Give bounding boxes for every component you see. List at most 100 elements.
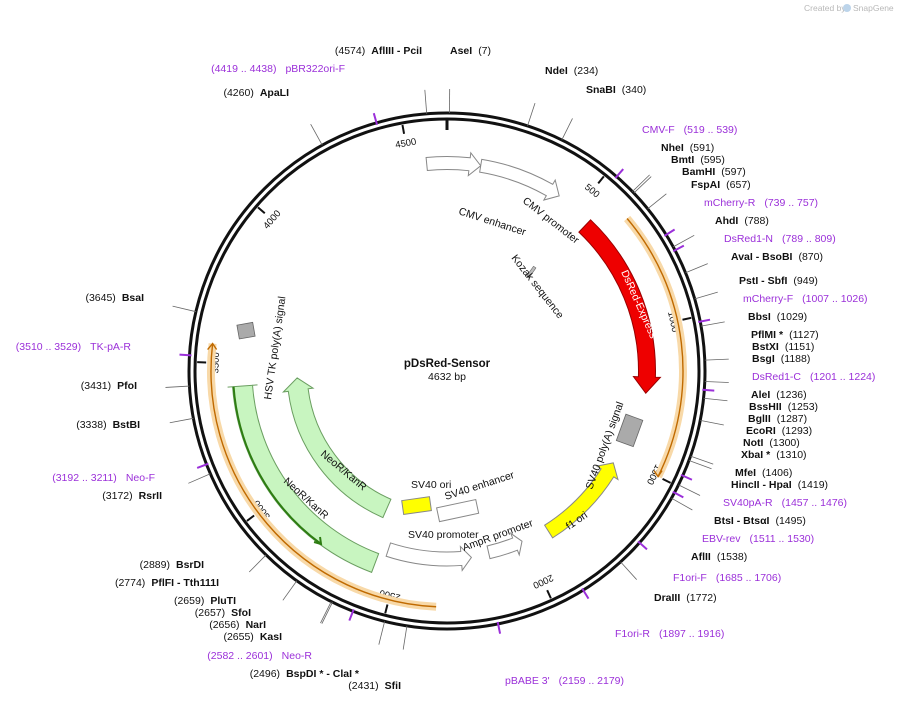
- enzyme-label[interactable]: BmtI(595): [671, 154, 725, 166]
- enzyme-label[interactable]: PstI - SbfI(949): [739, 275, 818, 287]
- enzyme-leader: [632, 174, 650, 192]
- enzyme-leader: [633, 176, 652, 194]
- primer-label[interactable]: (3510 .. 3529)TK-pA-R: [16, 341, 132, 353]
- primer-tick: [614, 168, 624, 179]
- enzyme-label[interactable]: BssHII(1253): [749, 401, 818, 413]
- plasmid-length: 4632 bp: [428, 371, 466, 383]
- plasmid-name: pDsRed-Sensor: [404, 358, 491, 370]
- tick-mark: [401, 124, 406, 135]
- enzyme-label[interactable]: (2657)SfoI: [195, 607, 251, 619]
- primer-tick: [698, 318, 711, 323]
- enzyme-label[interactable]: BamHI(597): [682, 166, 746, 178]
- enzyme-label[interactable]: FspAI(657): [691, 179, 751, 191]
- feature-sv40-ori: [401, 496, 432, 516]
- enzyme-label[interactable]: (3338)BstBI: [76, 419, 140, 431]
- tick-mark: [246, 514, 255, 522]
- enzyme-label[interactable]: AseI(7): [450, 45, 491, 57]
- primer-label[interactable]: mCherry-R(739 .. 757): [704, 197, 818, 209]
- enzyme-leader: [620, 561, 638, 580]
- enzyme-leader: [527, 102, 536, 127]
- enzyme-leader: [402, 625, 408, 650]
- enzyme-leader: [248, 554, 267, 573]
- enzyme-label[interactable]: BstXI(1151): [752, 341, 814, 353]
- enzyme-label[interactable]: BglII(1287): [748, 413, 807, 425]
- primer-label[interactable]: DsRed1-N(789 .. 809): [724, 233, 836, 245]
- primer-label[interactable]: (2582 .. 2601)Neo-R: [207, 650, 312, 662]
- enzyme-label[interactable]: NdeI(234): [545, 65, 598, 77]
- primer-label[interactable]: EBV-rev(1511 .. 1530): [702, 533, 814, 545]
- feature-kozak: [526, 265, 537, 279]
- primer-tick: [179, 353, 192, 357]
- primer-tick: [702, 388, 715, 392]
- enzyme-leader: [188, 473, 211, 484]
- primer-label[interactable]: pBABE 3'(2159 .. 2179): [505, 675, 624, 687]
- neor-direction-line: [232, 386, 322, 545]
- enzyme-label[interactable]: MfeI(1406): [735, 467, 792, 479]
- primer-label[interactable]: F1ori-R(1897 .. 1916): [615, 628, 724, 640]
- feature-sv40-enhancer: [436, 498, 480, 523]
- enzyme-label[interactable]: PflMI *(1127): [751, 329, 819, 341]
- enzyme-label[interactable]: EcoRI(1293): [746, 425, 812, 437]
- enzyme-label[interactable]: (2656)NarI: [209, 619, 266, 631]
- enzyme-label[interactable]: NotI(1300): [743, 437, 800, 449]
- enzyme-label[interactable]: (2659)PluTI: [174, 595, 236, 607]
- enzyme-label[interactable]: AflII(1538): [691, 551, 747, 563]
- enzyme-label[interactable]: BsgI(1188): [752, 353, 810, 365]
- feature-cmv-promoter: [479, 158, 560, 201]
- enzyme-label[interactable]: (3172)RsrII: [102, 490, 162, 502]
- enzyme-leader: [688, 460, 712, 470]
- tick-mark: [662, 477, 672, 484]
- primer-tick: [637, 540, 648, 551]
- primer-tick: [496, 621, 502, 634]
- enzyme-label[interactable]: (4574)AflIII - PciI: [335, 45, 422, 57]
- primer-label[interactable]: mCherry-F(1007 .. 1026): [743, 293, 868, 305]
- enzyme-label[interactable]: DraIII(1772): [654, 592, 717, 604]
- feature-sv40-promoter: [385, 542, 473, 572]
- feature-f1-ori: [543, 462, 619, 539]
- primer-label[interactable]: (4419 .. 4438)pBR322ori-F: [211, 63, 345, 75]
- tick-mark: [682, 316, 692, 321]
- enzyme-label[interactable]: (2655)KasI: [223, 631, 282, 643]
- tick-label: 500: [582, 182, 601, 201]
- enzyme-label[interactable]: BbsI(1029): [748, 311, 807, 323]
- enzyme-leader: [165, 385, 190, 388]
- primer-label[interactable]: F1ori-F(1685 .. 1706): [673, 572, 781, 584]
- tick-mark: [257, 206, 266, 215]
- enzyme-label[interactable]: (2496)BspDI * - ClaI *: [250, 668, 360, 680]
- features: [227, 151, 662, 574]
- backbone-outer-circle: [187, 111, 707, 631]
- enzyme-leader: [694, 291, 718, 300]
- enzyme-label[interactable]: AleI(1236): [751, 389, 807, 401]
- primer-marks: [179, 112, 715, 634]
- enzyme-label[interactable]: HincII - HpaI(1419): [731, 479, 828, 491]
- primer-label[interactable]: DsRed1-C(1201 .. 1224): [752, 371, 875, 383]
- tick-label: 4500: [394, 136, 417, 151]
- enzyme-label[interactable]: (4260)ApaLI: [223, 87, 289, 99]
- enzyme-leader: [424, 89, 428, 114]
- enzyme-label[interactable]: XbaI *(1310): [741, 449, 807, 461]
- enzyme-leader: [700, 419, 724, 426]
- enzyme-label[interactable]: BtsI - BtsαI(1495): [714, 515, 806, 527]
- neor-direction-head: [313, 536, 323, 546]
- enzyme-label[interactable]: (2431)SfiI: [348, 680, 401, 692]
- tick-label: 3500: [210, 352, 222, 374]
- enzyme-label[interactable]: (3431)PfoI: [81, 380, 137, 392]
- enzyme-label[interactable]: (2774)PflFI - Tth111I: [115, 577, 219, 589]
- primer-label[interactable]: SV40pA-R(1457 .. 1476): [723, 497, 847, 509]
- enzyme-label[interactable]: SnaBI(340): [586, 84, 646, 96]
- feature-dsred-express: [578, 219, 662, 394]
- enzyme-label[interactable]: NheI(591): [661, 142, 714, 154]
- orange-arc-line: [210, 343, 437, 608]
- enzyme-label[interactable]: AvaI - BsoBI(870): [731, 251, 823, 263]
- feature-neor-inner: [281, 377, 392, 519]
- enzyme-label[interactable]: AhdI(788): [715, 215, 769, 227]
- primer-label[interactable]: (3192 .. 3211)Neo-F: [52, 472, 155, 484]
- enzyme-leader: [704, 358, 729, 361]
- tick-mark: [546, 589, 552, 599]
- enzyme-label[interactable]: (2889)BsrDI: [140, 559, 204, 571]
- enzyme-leader: [672, 234, 695, 248]
- enzyme-label[interactable]: (3645)BsaI: [85, 292, 144, 304]
- primer-label[interactable]: CMV-F(519 .. 539): [642, 124, 737, 136]
